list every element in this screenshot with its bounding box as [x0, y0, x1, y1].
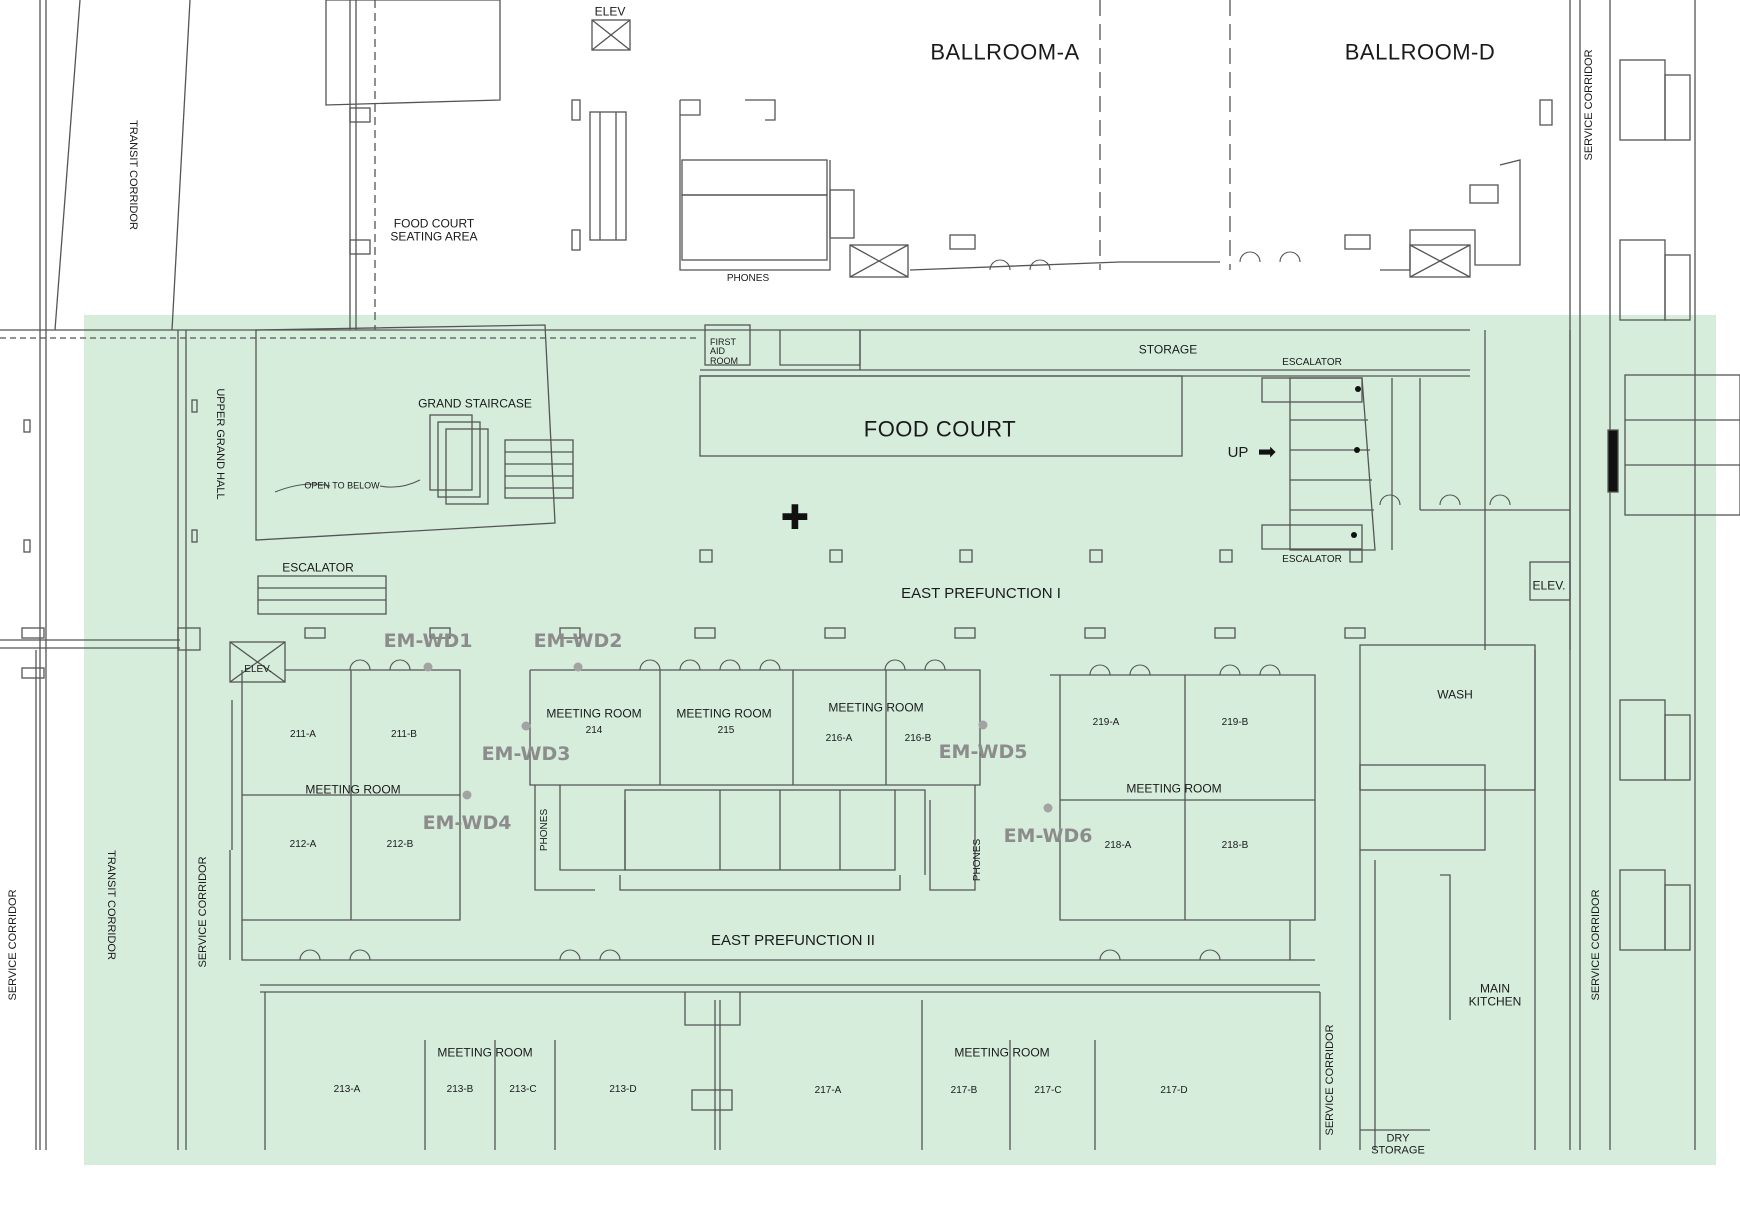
room-216b-label: 216-B — [904, 732, 932, 744]
marker-em-wd6-dot[interactable] — [1043, 803, 1053, 813]
east-prefunction-1-label: EAST PREFUNCTION I — [901, 585, 1061, 603]
service-corridor-top-right-label: SERVICE CORRIDOR — [1583, 49, 1596, 161]
meeting-room-217-label: MEETING ROOM — [954, 1045, 1050, 1060]
phones-left-label: PHONES — [538, 808, 550, 852]
ballroom-d-label: BALLROOM-D — [1344, 39, 1496, 65]
marker-em-wd1-dot[interactable] — [423, 662, 433, 672]
marker-em-wd3-dot[interactable] — [521, 721, 531, 731]
room-218a-label: 218-A — [1104, 839, 1132, 851]
ballroom-a-label: BALLROOM-A — [930, 39, 1080, 65]
phones-right-label: PHONES — [971, 838, 983, 882]
escalator-bottom-label: ESCALATOR — [1282, 553, 1342, 565]
room-213c-label: 213-C — [509, 1083, 537, 1095]
marker-em-wd5-label[interactable]: EM-WD5 — [938, 741, 1028, 763]
room-212a-label: 212-A — [289, 838, 317, 850]
elev-left-label: ELEV. — [244, 663, 272, 675]
marker-em-wd5-dot[interactable] — [978, 720, 988, 730]
meeting-room-211-label: MEETING ROOM — [305, 782, 401, 797]
main-kitchen-label: MAIN KITCHEN — [1468, 981, 1522, 1008]
room-211b-label: 211-B — [391, 728, 417, 740]
marker-em-wd2-dot[interactable] — [573, 662, 583, 672]
first-aid-cross-icon: ✚ — [780, 499, 810, 537]
service-corridor-inner-label: SERVICE CORRIDOR — [197, 856, 210, 968]
room-219b-label: 219-B — [1221, 716, 1249, 728]
room-212b-label: 212-B — [386, 838, 414, 850]
meeting-room-213-label: MEETING ROOM — [437, 1045, 533, 1060]
east-prefunction-2-label: EAST PREFUNCTION II — [711, 932, 875, 950]
room-217a-label: 217-A — [814, 1084, 842, 1096]
room-211a-label: 211-A — [290, 728, 316, 740]
marker-em-wd3-label[interactable]: EM-WD3 — [481, 743, 571, 765]
room-213a-label: 213-A — [333, 1083, 361, 1095]
up-arrow-icon: ➡ — [1257, 439, 1277, 464]
meeting-room-216-label: MEETING ROOM — [828, 700, 924, 715]
service-corridor-right-label: SERVICE CORRIDOR — [1590, 889, 1603, 1001]
room-218b-label: 218-B — [1221, 839, 1249, 851]
storage-label: STORAGE — [1138, 342, 1198, 357]
up-label: UP — [1227, 444, 1249, 462]
room-213d-label: 213-D — [609, 1083, 637, 1095]
marker-em-wd4-dot[interactable] — [462, 790, 472, 800]
meeting-room-214-label: MEETING ROOM — [546, 706, 642, 721]
room-219a-label: 219-A — [1092, 716, 1120, 728]
transit-corridor-top-label: TRANSIT CORRIDOR — [126, 120, 139, 230]
grand-staircase-label: GRAND STAIRCASE — [418, 396, 532, 411]
food-court-seating-label: FOOD COURT SEATING AREA — [390, 216, 478, 243]
room-217d-label: 217-D — [1160, 1084, 1188, 1096]
escalator-top-label: ESCALATOR — [1282, 356, 1342, 368]
wash-label: WASH — [1437, 687, 1473, 702]
marker-em-wd6-label[interactable]: EM-WD6 — [1003, 825, 1093, 847]
marker-em-wd2-label[interactable]: EM-WD2 — [533, 630, 623, 652]
room-215-label: 215 — [717, 724, 735, 736]
elev-right-label: ELEV. — [1532, 578, 1566, 593]
first-aid-room-label: FIRST AID ROOM — [710, 336, 738, 366]
room-217b-label: 217-B — [950, 1084, 978, 1096]
meeting-room-215-label: MEETING ROOM — [676, 706, 772, 721]
room-216a-label: 216-A — [825, 732, 853, 744]
dry-storage-label: DRY STORAGE — [1371, 1132, 1425, 1156]
highlight-zone — [84, 315, 1716, 1165]
meeting-room-219-label: MEETING ROOM — [1126, 781, 1222, 796]
upper-grand-hall-label: UPPER GRAND HALL — [213, 388, 226, 500]
room-217c-label: 217-C — [1034, 1084, 1062, 1096]
open-to-below-label: OPEN TO BELOW — [304, 480, 380, 491]
escalator-left-label: ESCALATOR — [282, 560, 354, 575]
phones-top-label: PHONES — [726, 272, 770, 284]
food-court-label: FOOD COURT — [863, 416, 1017, 442]
room-214-label: 214 — [585, 724, 603, 736]
room-213b-label: 213-B — [446, 1083, 474, 1095]
service-corridor-left-label: SERVICE CORRIDOR — [7, 889, 20, 1001]
elev-top-label: ELEV — [594, 4, 626, 19]
service-corridor-kitchen-label: SERVICE CORRIDOR — [1324, 1024, 1337, 1136]
marker-em-wd1-label[interactable]: EM-WD1 — [383, 630, 473, 652]
transit-corridor-bottom-label: TRANSIT CORRIDOR — [104, 850, 117, 960]
marker-em-wd4-label[interactable]: EM-WD4 — [422, 812, 512, 834]
